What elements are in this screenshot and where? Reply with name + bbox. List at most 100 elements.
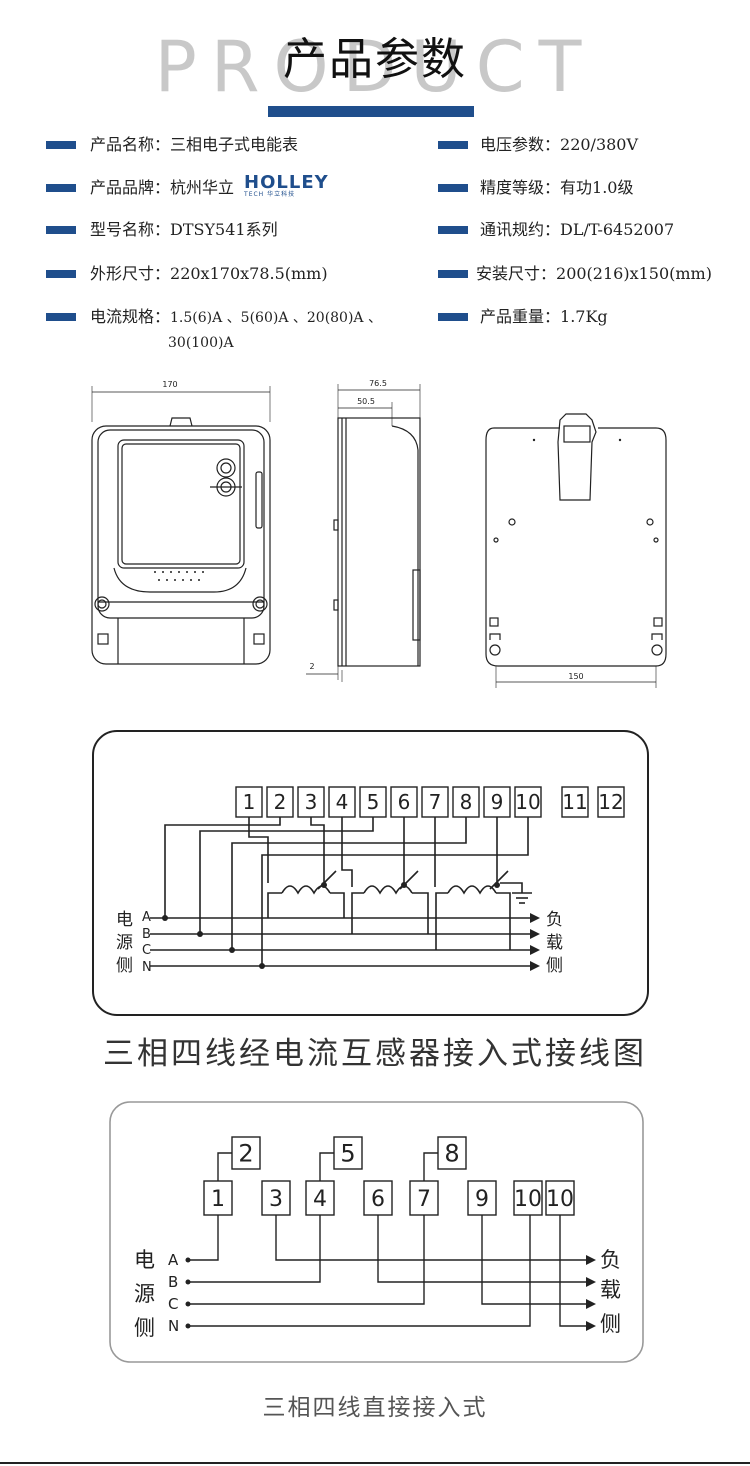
header-background-word: PRODUCT [154, 26, 596, 108]
terminal-9-box [483, 786, 511, 818]
diagram-frame [109, 1101, 644, 1363]
terminal-7-label: 7 [429, 790, 442, 814]
spec-label: 电压参数： [480, 135, 561, 154]
spec-marker [438, 226, 468, 234]
spec-label: 产品名称： [90, 135, 171, 154]
terminal-4-label: 4 [336, 790, 349, 814]
phase-label-b: B [168, 1273, 178, 1291]
junction-dots [162, 882, 500, 969]
left-label-char-3: 侧 [116, 956, 133, 976]
spec-value: DL/T-6452007 [560, 220, 675, 239]
spec-label: 通讯规约： [480, 220, 561, 239]
top-terminal-1-label: 5 [340, 1140, 355, 1168]
left-label-char-1: 电 [134, 1248, 155, 1272]
right-label-char-2: 载 [546, 933, 563, 953]
terminal-6-box [390, 786, 418, 818]
spec-value: 三相电子式电能表 [170, 135, 299, 154]
spec-marker [46, 313, 76, 321]
left-label-char-2: 源 [116, 933, 133, 953]
dimension-label-2: 2 [309, 662, 314, 671]
arrowheads [586, 1255, 596, 1331]
terminal-11-box [561, 786, 589, 818]
spec-label: 外形尺寸： [90, 264, 171, 283]
title-underline-bar [268, 106, 474, 117]
phase-label-a: A [142, 910, 151, 925]
terminal-9-label: 9 [491, 790, 504, 814]
wiring-lines [190, 1152, 586, 1327]
spec-marker [46, 184, 76, 192]
bottom-terminal-5-label: 9 [475, 1187, 489, 1212]
bottom-terminal-3-label: 6 [371, 1187, 385, 1212]
right-label-char-2: 载 [600, 1278, 621, 1302]
bottom-terminal-2-label: 4 [313, 1187, 327, 1212]
spec-marker [438, 184, 468, 192]
terminal-12-box [597, 786, 625, 818]
spec-marker [46, 270, 76, 278]
top-terminal-0-box [231, 1136, 261, 1170]
right-label-char-3: 侧 [546, 956, 563, 976]
spec-label: 产品品牌： [90, 178, 171, 197]
spec-value: 220x170x78.5(mm) [170, 264, 328, 283]
phase-label-n: N [168, 1317, 179, 1335]
spec-label: 安装尺寸： [476, 264, 557, 283]
spec-value: 杭州华立 [170, 178, 235, 197]
page-title: 产品参数 [283, 34, 467, 85]
side-view [306, 384, 421, 682]
wiring-lines [150, 817, 532, 967]
bottom-terminal-3-box [363, 1180, 393, 1216]
spec-label: 型号名称： [90, 220, 171, 239]
spec-value: 1.5(6)A 、5(60)A 、20(80)A 、 [170, 310, 382, 326]
terminal-5-label: 5 [367, 790, 380, 814]
spec-marker [438, 313, 468, 321]
spec-label: 产品重量： [480, 307, 561, 326]
source-dots [185, 1257, 191, 1329]
spec-value-current-line2: 30(100)A [168, 335, 234, 351]
spec-value: 1.7Kg [560, 307, 608, 326]
phase-label-c: C [142, 943, 151, 958]
left-label-char-2: 源 [134, 1282, 155, 1306]
terminal-8-box [452, 786, 480, 818]
terminal-12-label: 12 [598, 790, 623, 814]
phase-label-c: C [168, 1295, 178, 1313]
terminal-10-label: 10 [515, 790, 540, 814]
dimension-label-150: 150 [568, 672, 583, 681]
spec-value: 200(216)x150(mm) [556, 264, 712, 283]
front-view [91, 386, 271, 665]
spec-value: 有功1.0级 [560, 178, 634, 197]
spec-value: DTSY541系列 [170, 220, 278, 239]
back-view [485, 413, 667, 688]
dimension-label-50-5: 50.5 [357, 397, 375, 406]
dimension-drawings: 170 76.5 50.5 2 150 [91, 379, 667, 688]
dimension-label-76-5: 76.5 [369, 379, 387, 388]
right-label-char-1: 负 [600, 1248, 621, 1272]
bottom-rule [0, 1462, 750, 1464]
terminal-8-label: 8 [460, 790, 473, 814]
terminal-2-label: 2 [274, 790, 287, 814]
phase-label-b: B [142, 927, 151, 942]
spec-marker [438, 270, 468, 278]
bottom-terminal-1-label: 3 [269, 1187, 283, 1212]
bottom-terminal-6-box [513, 1180, 543, 1216]
terminal-1-label: 1 [243, 790, 256, 814]
spec-marker [46, 141, 76, 149]
bottom-terminal-0-label: 1 [211, 1187, 225, 1212]
left-label-char-1: 电 [116, 910, 133, 930]
right-label-char-1: 负 [546, 910, 563, 930]
arrowheads [530, 913, 540, 971]
diagram1-caption: 三相四线经电流互感器接入式接线图 [103, 1036, 647, 1072]
terminal-3-label: 3 [305, 790, 318, 814]
bottom-terminal-7-label: 10 [546, 1187, 574, 1212]
phase-label-a: A [168, 1251, 179, 1269]
right-label-char-3: 侧 [600, 1312, 621, 1336]
left-label-char-3: 侧 [134, 1316, 155, 1340]
terminal-11-label: 11 [562, 790, 587, 814]
diagram-frame [92, 730, 649, 1016]
diagram2-caption: 三相四线直接接入式 [262, 1395, 488, 1421]
spec-marker [438, 141, 468, 149]
